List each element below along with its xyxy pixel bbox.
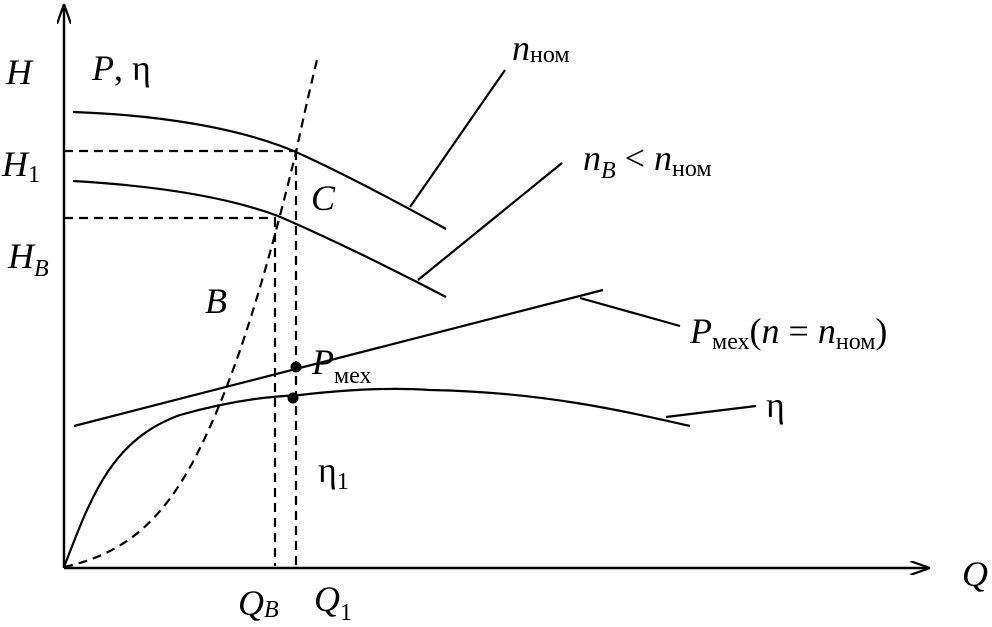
leader-n-b [417, 162, 563, 281]
legend-eta: η [766, 385, 785, 425]
leader-p-mex [579, 296, 681, 328]
leader-eta [665, 404, 757, 419]
similarity-parabola [63, 55, 320, 569]
tick-q1: Q1 [314, 579, 352, 626]
label-point-p-mex: Pмех [311, 342, 372, 389]
legend-n-b: nB < nном [583, 138, 712, 184]
leader-n-nom [409, 69, 506, 208]
label-curve-b: B [205, 281, 227, 321]
tick-qb: QB [238, 583, 279, 623]
point-p-mex [290, 361, 302, 373]
point-eta-1 [287, 392, 299, 404]
efficiency-curve [62, 387, 691, 568]
tick-hb: HB [7, 236, 49, 282]
y-axis-label-h: H [5, 52, 34, 92]
head-curve-n-b [72, 179, 447, 298]
tick-h1: H1 [1, 144, 40, 188]
label-point-eta-1: η1 [318, 450, 349, 495]
power-curve-p-mex [73, 288, 604, 428]
y-axis-label-p-eta: P, η [91, 48, 151, 88]
x-axis-label-q: Q [962, 554, 988, 594]
legend-p-mex: Pмех(n = nном) [689, 311, 887, 355]
label-point-c: C [311, 178, 336, 218]
legend-n-nom: nном [512, 28, 570, 68]
head-curve-n-nom [72, 110, 447, 230]
